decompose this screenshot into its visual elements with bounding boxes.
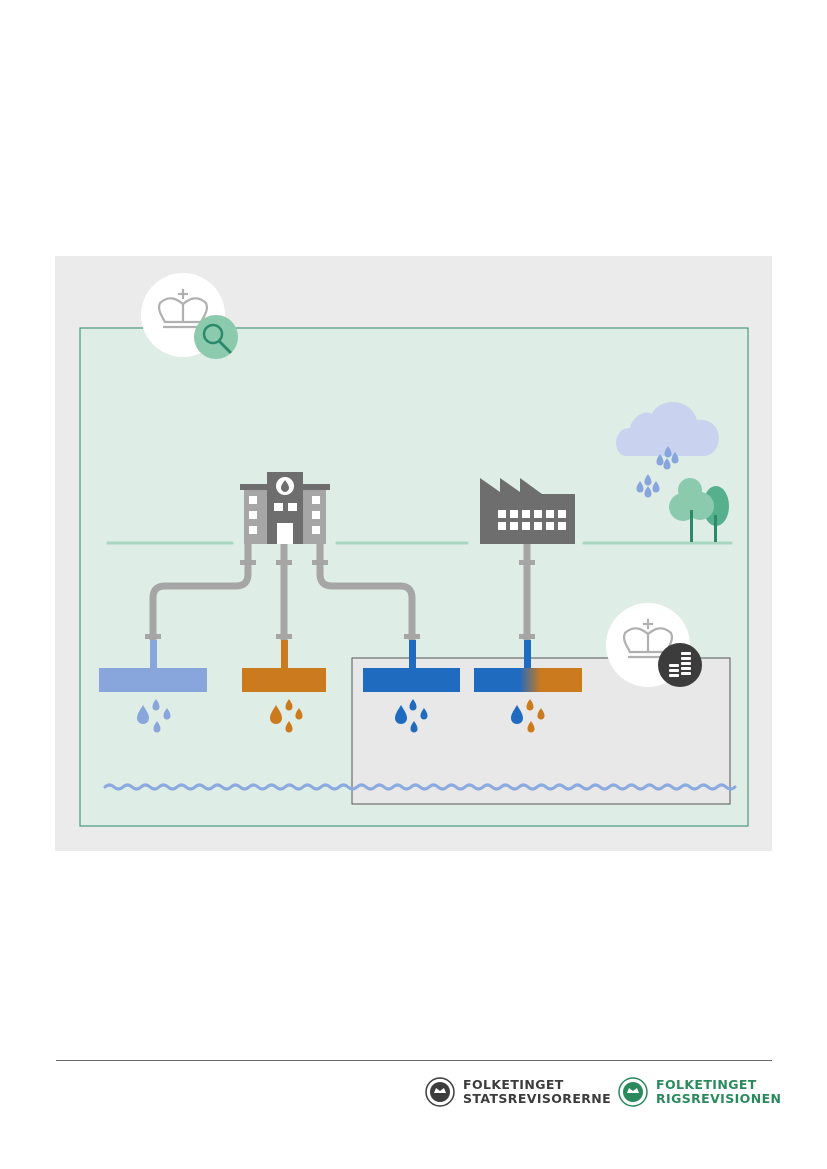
outlet-bar-light-blue — [99, 668, 207, 692]
outlet-bar-orange — [242, 668, 326, 692]
pipe-collars — [145, 560, 535, 639]
statsrevisorerne-logo: FOLKETINGET STATSREVISORERNE — [425, 1074, 611, 1110]
outlet-bar-blue — [363, 668, 460, 692]
logo-line1: FOLKETINGET — [463, 1077, 564, 1092]
pipes — [149, 540, 531, 640]
factory-icon — [480, 478, 575, 544]
trees-icon — [669, 478, 729, 542]
logo-line2: STATSREVISORERNE — [463, 1091, 612, 1106]
groundwater-wave — [103, 783, 737, 791]
crown-coins-icon — [606, 603, 702, 687]
crown-logo-icon — [425, 1077, 455, 1107]
rain-cloud-icon — [616, 401, 719, 498]
crown-logo-icon — [618, 1077, 648, 1107]
crown-magnifier-icon — [141, 273, 238, 359]
rigsrevisionen-logo: FOLKETINGET RIGSREVISIONEN — [618, 1074, 781, 1110]
footer-rule — [56, 1060, 772, 1061]
logo-line2: RIGSREVISIONEN — [656, 1091, 782, 1106]
waterworks-building-icon — [240, 472, 330, 544]
logo-line1: FOLKETINGET — [656, 1077, 757, 1092]
outlet-bar-mixed — [474, 668, 582, 692]
